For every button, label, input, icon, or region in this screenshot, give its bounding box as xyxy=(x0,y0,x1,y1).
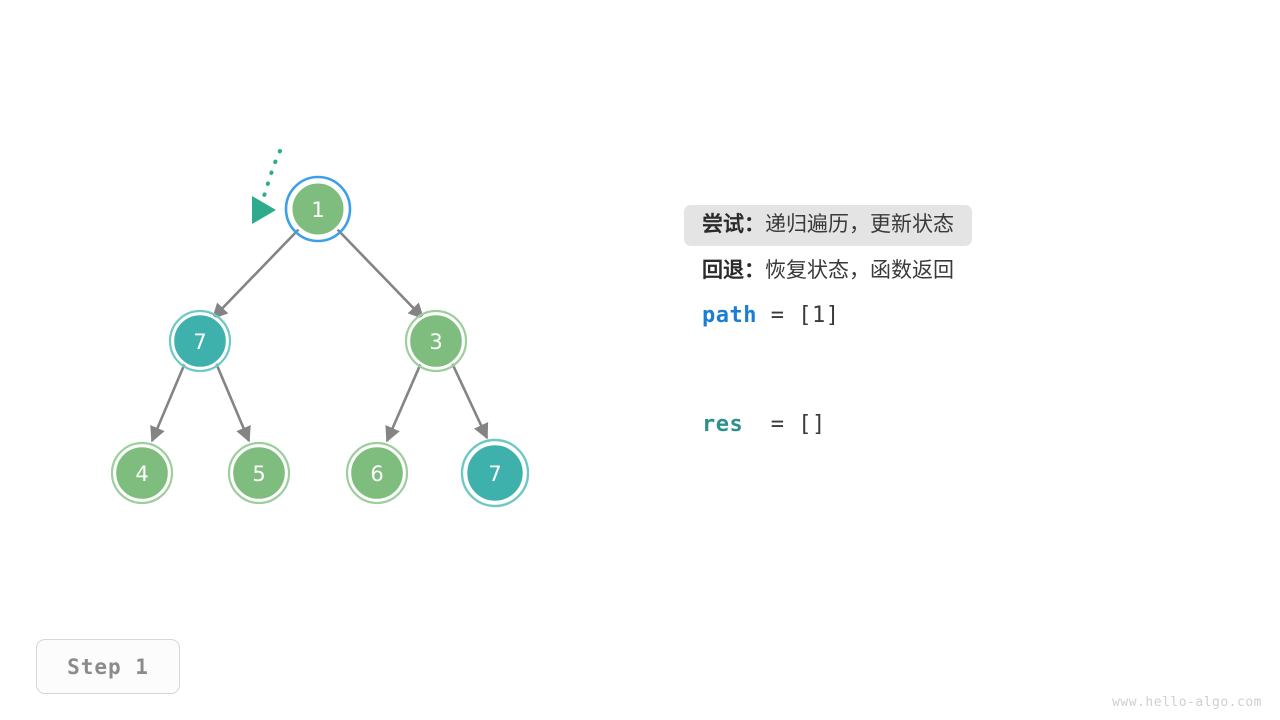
try-row-wrapper: 尝试：递归遍历，更新状态 xyxy=(684,205,1244,246)
node-circle xyxy=(464,442,526,504)
path-line: path = [1] xyxy=(684,303,1244,328)
path-value: = [1] xyxy=(756,303,840,328)
tree-node-6[interactable]: 6 xyxy=(345,441,409,505)
node-circle xyxy=(289,180,347,238)
watermark: www.hello-algo.com xyxy=(1112,695,1262,710)
edge-7-5 xyxy=(214,362,251,443)
try-row-key: 尝试： xyxy=(702,212,765,236)
node-label: 1 xyxy=(311,198,324,222)
node-circle xyxy=(348,444,406,502)
node-outer-ring xyxy=(404,309,468,373)
binary-tree-diagram: 1 7 3 4 5 6 7 xyxy=(110,149,530,508)
node-outer-ring xyxy=(168,309,232,373)
res-value: = [] xyxy=(743,412,826,437)
back-row-key: 回退： xyxy=(702,258,765,282)
node-label: 4 xyxy=(135,462,148,486)
tree-node-3[interactable]: 3 xyxy=(404,309,468,373)
node-label: 3 xyxy=(429,330,442,354)
node-label: 5 xyxy=(252,462,265,486)
tree-node-1[interactable]: 1 xyxy=(284,175,352,243)
res-variable-name: res xyxy=(702,412,744,437)
node-circle xyxy=(171,312,229,370)
edge-1-3 xyxy=(336,228,425,320)
path-variable-name: path xyxy=(702,303,757,328)
state-panel: 尝试：递归遍历，更新状态 回退：恢复状态，函数返回 path = [1] res… xyxy=(684,205,1244,437)
recursion-pointer-icon xyxy=(252,196,276,224)
node-circle xyxy=(113,444,171,502)
edge-3-7b xyxy=(450,362,489,440)
try-row: 尝试：递归遍历，更新状态 xyxy=(684,205,972,246)
edge-1-7 xyxy=(211,228,300,320)
node-outer-ring xyxy=(110,441,174,505)
tree-node-4[interactable]: 4 xyxy=(110,441,174,505)
node-circle xyxy=(407,312,465,370)
pointer-dotted-trail xyxy=(262,149,282,198)
tree-edges xyxy=(150,228,489,443)
node-outer-ring xyxy=(460,438,530,508)
step-label: Step 1 xyxy=(67,654,149,679)
edge-7-4 xyxy=(150,362,187,443)
step-badge: Step 1 xyxy=(36,639,180,694)
node-outer-ring xyxy=(345,441,409,505)
node-label: 7 xyxy=(193,330,206,354)
back-row: 回退：恢复状态，函数返回 xyxy=(684,260,1244,281)
try-row-text: 递归遍历，更新状态 xyxy=(765,212,954,236)
node-label: 7 xyxy=(488,462,501,486)
edge-3-6 xyxy=(385,362,423,443)
back-row-text: 恢复状态，函数返回 xyxy=(765,258,954,282)
tree-node-7-right[interactable]: 7 xyxy=(460,438,530,508)
node-label: 6 xyxy=(370,462,383,486)
node-circle xyxy=(230,444,288,502)
tree-node-5[interactable]: 5 xyxy=(227,441,291,505)
node-highlight-ring xyxy=(284,175,352,243)
tree-node-7-left[interactable]: 7 xyxy=(168,309,232,373)
node-outer-ring xyxy=(227,441,291,505)
res-line: res = [] xyxy=(684,412,1244,437)
